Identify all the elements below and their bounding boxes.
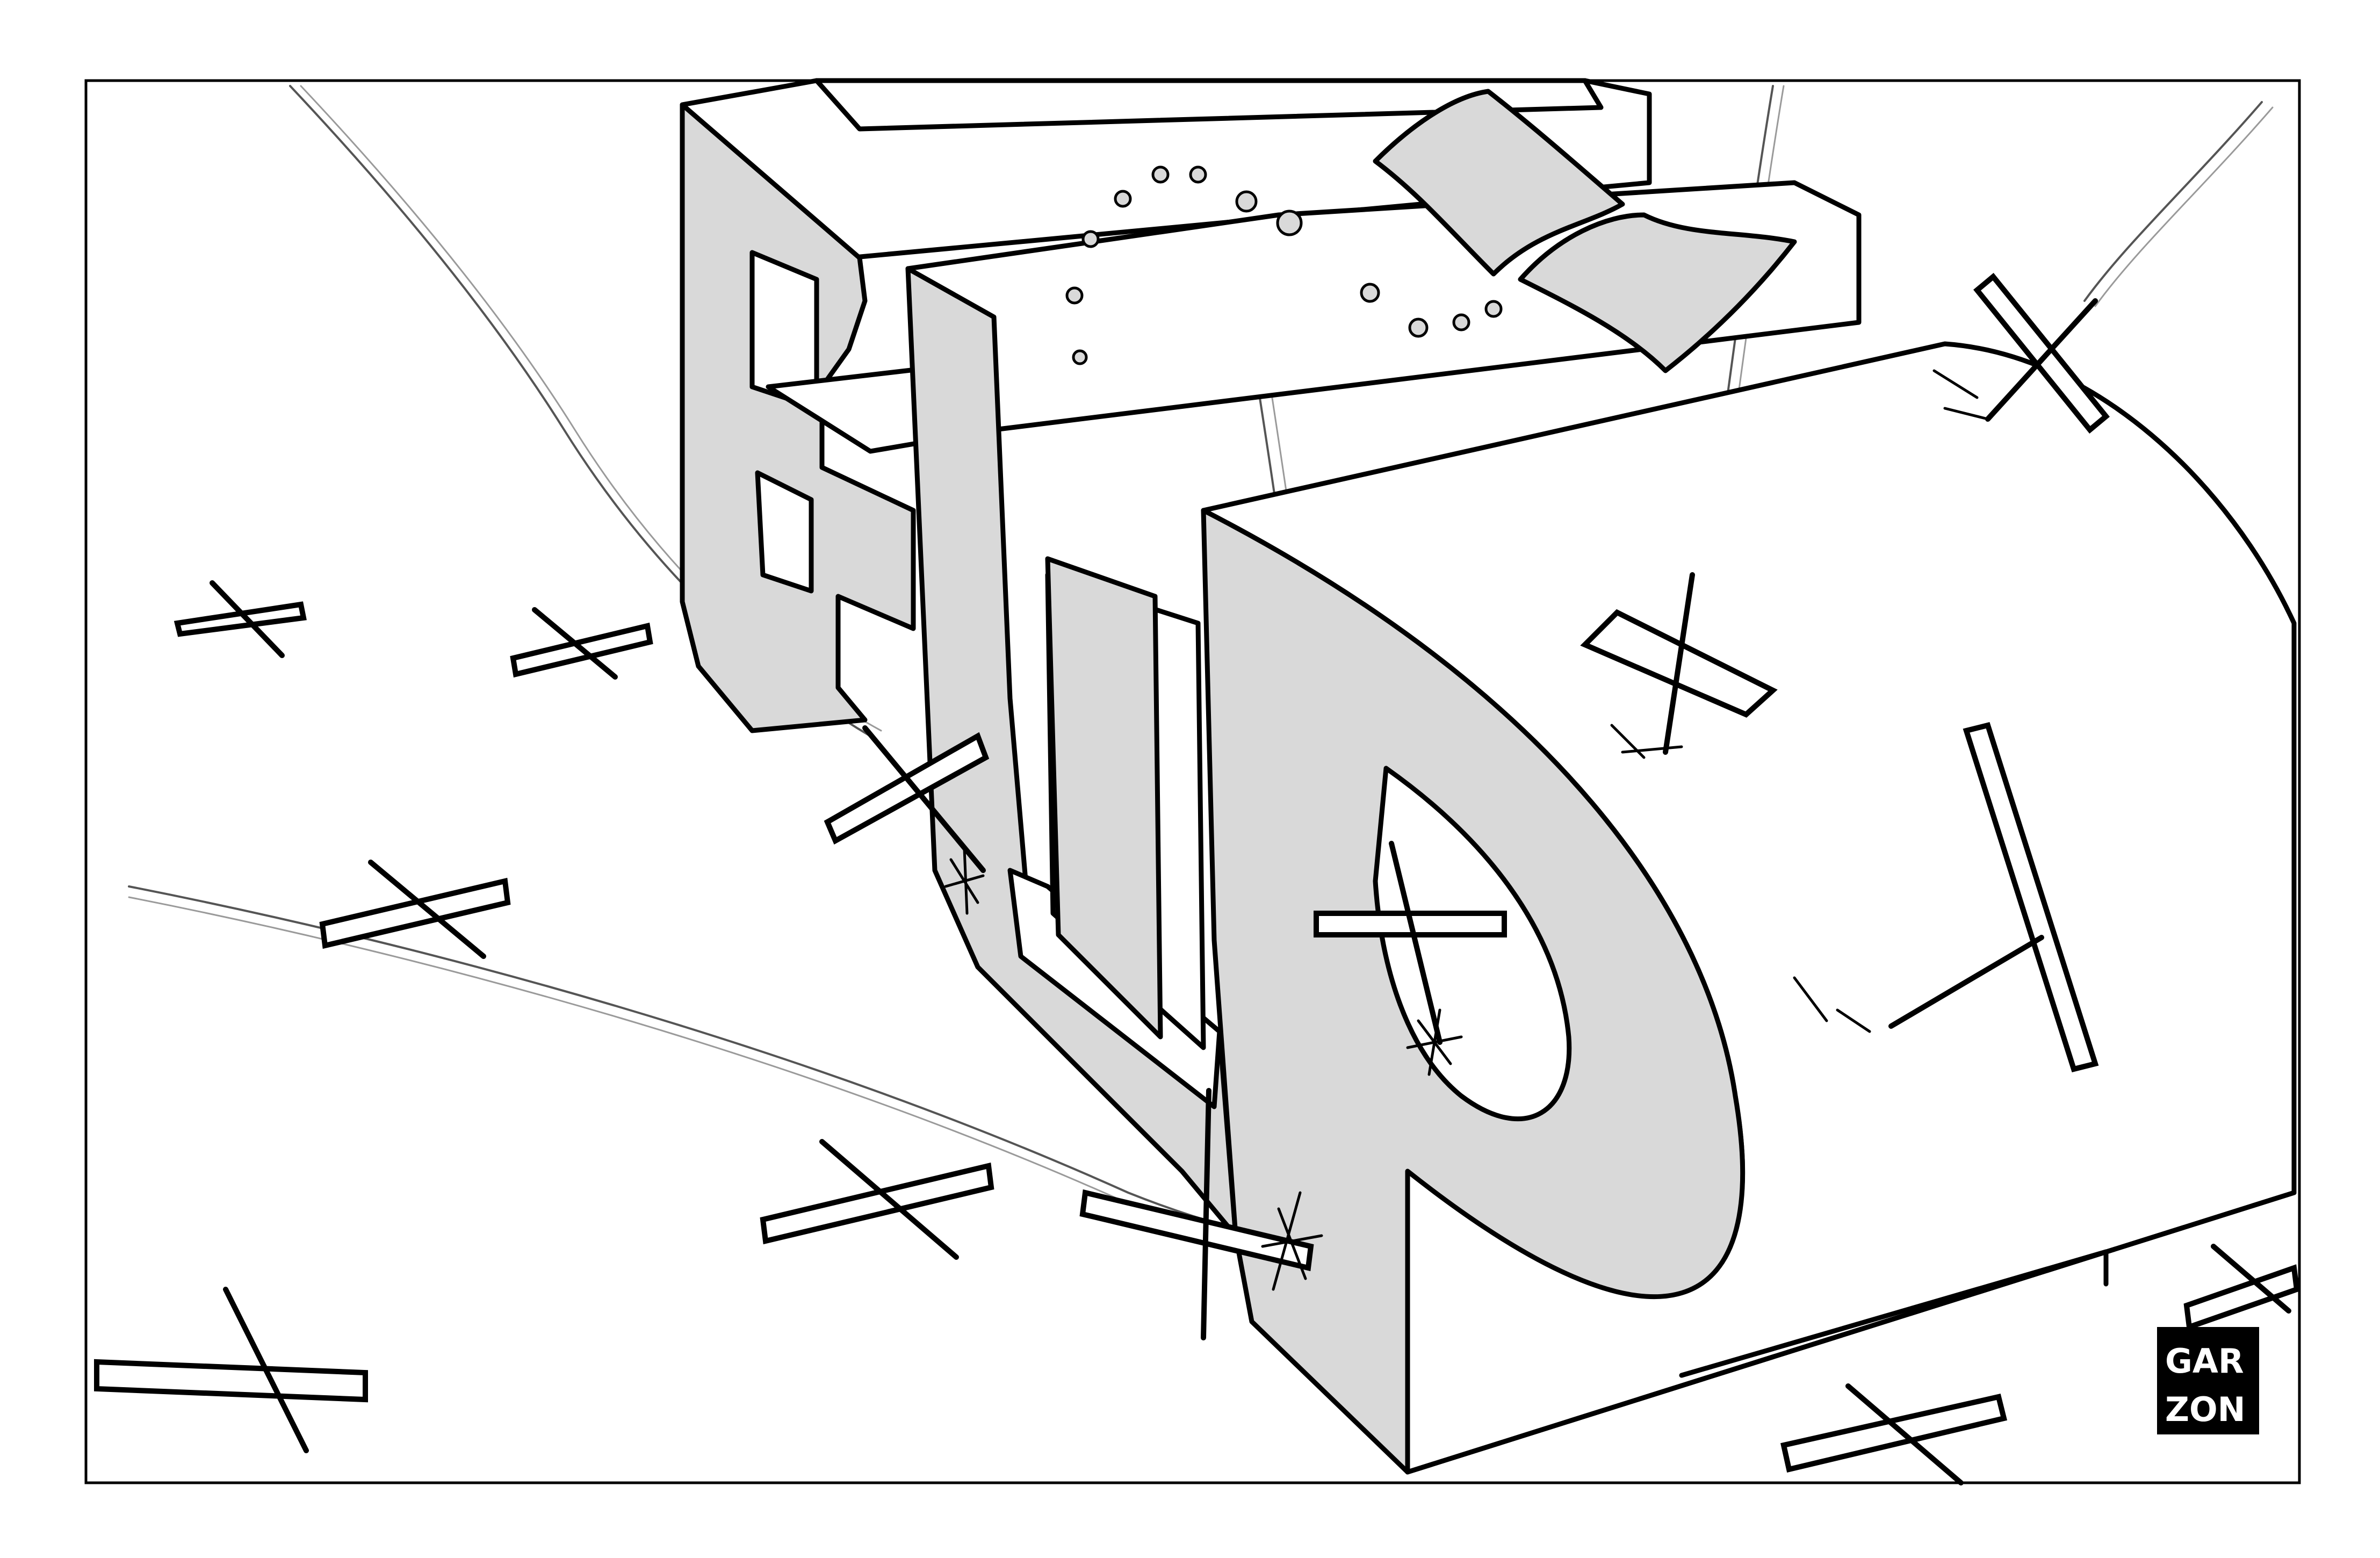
streak-5 — [2083, 101, 2263, 302]
d-base-step — [1679, 1249, 2109, 1378]
streak-5b — [2094, 106, 2274, 307]
paper-flags — [1373, 89, 1797, 373]
paper-flag-2 — [1518, 212, 1797, 373]
f-front-face — [680, 102, 916, 733]
f-cutout-lower — [755, 470, 814, 594]
artist-signature: GAR ZON — [2157, 1327, 2259, 1434]
f-top-face — [814, 78, 1604, 132]
d-base-edge — [1405, 1190, 2297, 1475]
ballot-mark-7 — [2183, 1244, 2300, 1331]
streak-2b — [128, 896, 1129, 1204]
signature-line-1: GAR — [2165, 1341, 2244, 1381]
ballot-mark-2 — [510, 607, 653, 680]
ballot-mark-10 — [1079, 1088, 1314, 1340]
ballot-mark-5 — [94, 1287, 368, 1453]
signature-box — [2157, 1327, 2259, 1434]
r-inner-face — [1045, 556, 1163, 1040]
d-hole — [1373, 766, 1572, 1121]
ballot-mark-9 — [1314, 841, 1507, 1045]
paper-flag-1 — [1373, 89, 1625, 277]
ballot-mark-6 — [1780, 1383, 2008, 1485]
ballot-marks — [94, 272, 2300, 1485]
ballot-mark-3 — [319, 860, 511, 959]
letter-d — [1201, 341, 2297, 1475]
ballot-mark-1 — [174, 580, 307, 658]
ballot-mark-11 — [1580, 572, 1778, 755]
signature-line-2: ZON — [2165, 1390, 2246, 1429]
letter-r — [905, 180, 1862, 1238]
impact-lines — [944, 369, 1989, 1291]
bubbles — [1065, 165, 1503, 365]
ballot-mark-12 — [1888, 722, 2099, 1072]
ballot-mark-13 — [1973, 272, 2110, 434]
ballot-mark-8 — [824, 725, 990, 873]
ballot-mark-4 — [760, 1139, 994, 1260]
